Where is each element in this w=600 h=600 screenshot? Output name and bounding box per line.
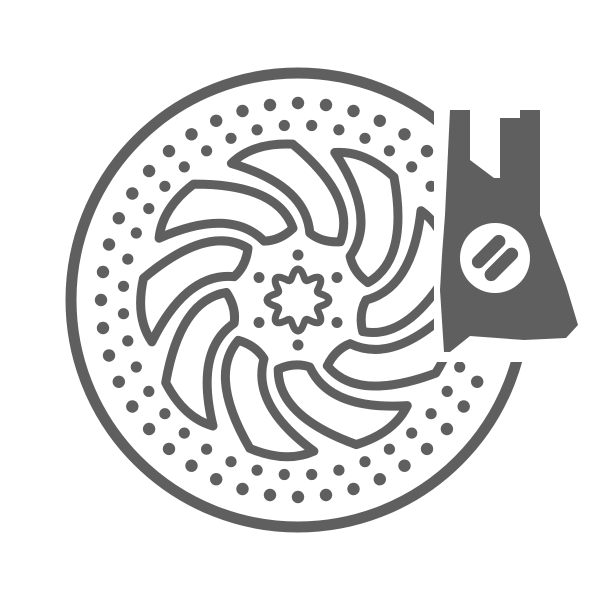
vent-hole [178,161,190,173]
vent-hole [425,408,437,420]
hub-bolt-hole [331,272,343,283]
rotor-spoke [136,236,253,347]
vent-hole [347,104,360,118]
vent-hole [185,459,198,472]
vent-hole [373,114,386,128]
vent-hole [278,119,290,132]
vent-hole [210,114,223,128]
vent-hole [117,308,130,320]
rotor-spoke [161,288,240,431]
brake-caliper-icon [434,100,584,362]
vent-hole [96,265,110,279]
vent-hole [185,128,198,141]
rotor-spoke [330,147,403,288]
vent-hole [263,98,277,112]
caliper-bolt-slots [471,234,519,282]
vent-hole [143,203,155,215]
vent-hole [142,422,156,436]
vent-hole [471,375,484,388]
vent-hole [201,443,213,455]
vent-hole [383,145,395,157]
vent-hole [278,468,290,481]
hub-bolt-hole [292,339,304,351]
vent-hole [406,427,418,439]
vent-hole [159,180,171,192]
vent-hole [291,96,305,110]
vent-hole [420,144,434,158]
vent-hole [263,488,277,502]
vent-hole [225,132,237,144]
vent-hole [425,180,437,192]
vent-hole [440,422,454,436]
vent-hole [333,124,345,136]
vent-hole [159,408,171,420]
vent-hole [319,488,333,502]
vent-hole [457,400,470,413]
vent-hole [210,473,223,486]
vent-hole [142,164,156,178]
vent-hole [420,442,434,456]
vent-hole [102,238,116,251]
caliper-bolt [460,223,530,293]
vent-hole [333,464,345,476]
hub-bolt-hole [292,249,304,261]
vent-hole [398,459,411,472]
vent-hole [306,468,318,481]
vent-hole [130,227,142,239]
hub-bolt-hole [253,272,265,283]
vent-hole [441,385,453,397]
rotor-hub [253,249,343,351]
vent-hole [143,385,155,397]
bolt-slot [471,234,506,269]
vent-hole [126,187,139,200]
vent-hole [130,361,142,373]
vent-hole [96,321,110,335]
bolt-slot [484,247,519,282]
vent-hole [162,442,176,456]
hub-bolt-hole [331,317,343,328]
vent-hole [236,482,249,496]
vent-hole [225,456,237,468]
vent-hole [201,145,213,157]
vent-hole [406,161,418,173]
vent-hole [122,253,134,265]
rotor-spoke [273,360,412,450]
vent-hole [178,427,190,439]
vent-hole [162,144,176,158]
vent-hole [291,490,305,504]
vent-hole [383,443,395,455]
vent-hole [102,349,116,362]
vent-hole [122,335,134,347]
vent-hole [117,280,130,292]
vent-hole [251,464,263,476]
rotor-spokes [136,139,457,462]
vent-hole [347,482,360,496]
rotor-spoke [154,179,298,246]
vent-hole [398,128,411,141]
vent-hole [112,212,126,225]
vent-hole [94,293,108,307]
vent-hole [373,473,386,486]
vent-hole [306,119,318,132]
vent-hole [359,132,371,144]
vent-hole [126,400,139,413]
vent-hole [359,456,371,468]
vent-hole [251,124,263,136]
hub-bolt-hole [253,317,265,328]
rotor-spoke [226,139,349,247]
vent-hole [319,98,333,112]
hub-rosette [263,265,333,335]
vent-hole [236,104,249,118]
rotor-spoke [220,335,319,462]
rotor-spoke [322,306,457,391]
vent-hole [454,361,466,373]
vent-hole [112,375,126,388]
